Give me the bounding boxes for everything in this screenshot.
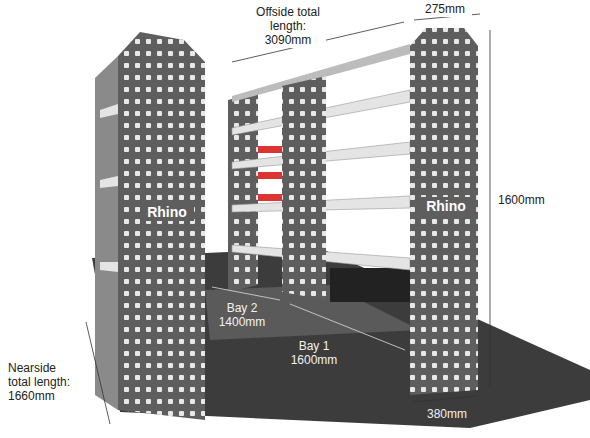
brand-logo: Rhino (140, 203, 194, 221)
dimension-label: Nearside total length: 1660mm (6, 360, 84, 404)
dimension-line (86, 322, 110, 424)
panel-holes (228, 92, 258, 292)
end-panel (228, 92, 258, 292)
drawer (258, 194, 284, 201)
dimension-label: 380mm (418, 406, 476, 422)
shelf (100, 176, 118, 188)
shelf (100, 262, 118, 272)
drawer (258, 172, 284, 179)
dimension-label: Offside total length: 3090mm (250, 4, 326, 48)
end-panel (410, 28, 478, 395)
brand-logo: Rhino (420, 197, 472, 215)
dimension-label: 275mm (418, 1, 472, 17)
dimension-line (212, 287, 280, 300)
divider-panel (282, 76, 326, 300)
dimension-line (490, 30, 491, 388)
under-shelf-cabinet (330, 268, 410, 302)
dimension-line (412, 396, 478, 402)
shelf (100, 104, 118, 118)
panel-side (95, 56, 118, 410)
bay-label: Bay 1 1600mm (284, 338, 344, 368)
panel-holes (118, 32, 205, 420)
panel-holes (282, 76, 326, 300)
end-panel (118, 32, 205, 420)
drawer (258, 146, 284, 153)
bay-label: Bay 2 1400mm (212, 300, 272, 330)
panel-holes (410, 28, 478, 395)
dimension-label: 1600mm (496, 192, 560, 208)
